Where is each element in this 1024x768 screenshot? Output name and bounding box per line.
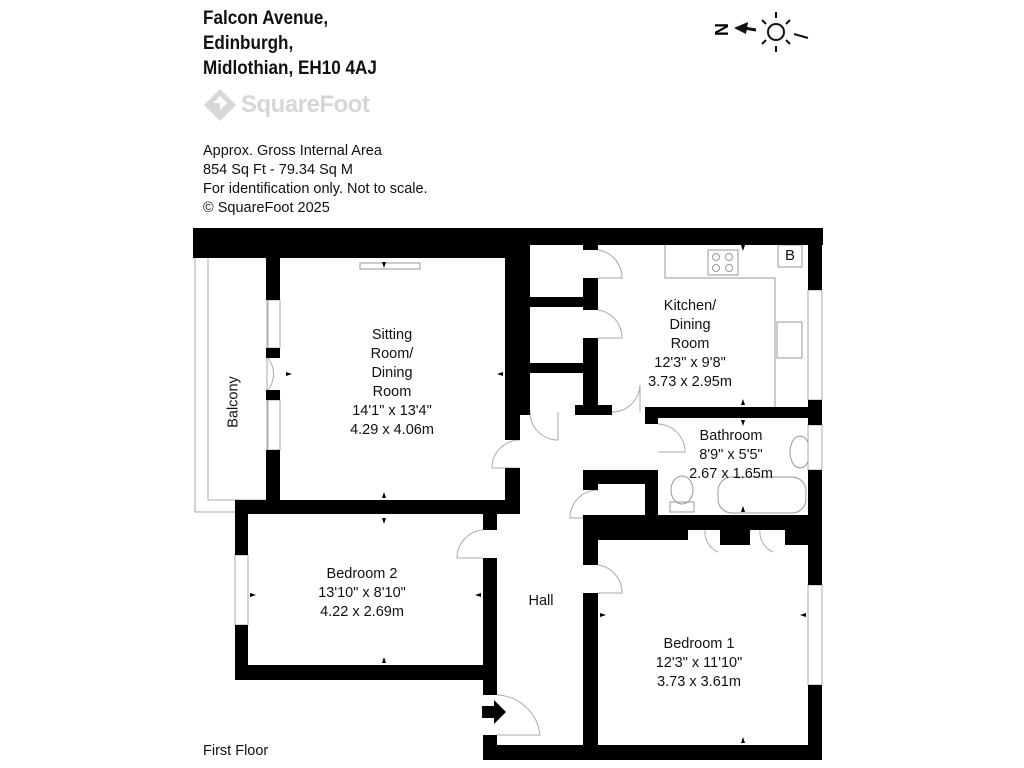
room-metric: 4.22 x 2.69m [320,604,404,620]
room-bedroom-1: Bedroom 1 12'3" x 11'10" 3.73 x 3.61m [656,635,743,692]
room-imperial: 8'9" x 5'5" [699,447,763,463]
hob-icon [707,249,739,276]
floor-label: First Floor [203,743,269,759]
room-imperial: 13'10" x 8'10" [318,585,406,601]
address-line-2: Edinburgh, [203,33,294,54]
windows [234,289,823,686]
area-info: Approx. Gross Internal Area 854 Sq Ft - … [203,142,428,218]
compass-sun-icon: N [711,12,809,52]
toilet-icon [670,475,694,505]
logo-text: SquareFoot [241,91,370,118]
north-label: N [712,23,731,36]
room-bathroom: Bathroom 8'9" x 5'5" 2.67 x 1.65m [689,427,773,484]
room-metric: 3.73 x 2.95m [648,374,732,390]
area-info-copyright: © SquareFoot 2025 [203,200,330,216]
address-line-1: Falcon Avenue, [203,8,329,29]
walls [193,228,823,760]
room-imperial: 12'3" x 9'8" [654,355,726,371]
basin-icon [789,435,811,469]
room-name: Bedroom 1 [663,636,735,652]
bath-icon [717,476,807,514]
room-name: Room [670,336,710,352]
room-name: Sitting [371,327,413,343]
room-name: Bathroom [699,428,763,444]
room-bedroom-2: Bedroom 2 13'10" x 8'10" 4.22 x 2.69m [318,565,406,622]
room-metric: 2.67 x 1.65m [689,466,773,482]
room-imperial: 14'1" x 13'4" [352,403,432,419]
squarefoot-logo: SquareFoot [203,88,370,122]
logo-icon [204,89,236,121]
room-name: Kitchen/ [663,298,717,314]
room-metric: 4.29 x 4.06m [350,422,434,438]
kitchen-worktop [359,244,811,514]
room-metric: 3.73 x 3.61m [657,674,741,690]
room-name: Dining [669,317,711,333]
door-swings [267,249,774,736]
room-name: Bedroom 2 [326,566,398,582]
room-name: Room/ [370,346,414,362]
sink-icon [776,321,803,359]
entrance-arrow-icon [482,700,506,724]
boiler-label: B [784,247,796,264]
area-info-disclaimer: For identification only. Not to scale. [203,181,428,197]
address-line-3: Midlothian, EH10 4AJ [203,58,377,79]
room-imperial: 12'3" x 11'10" [655,655,743,671]
area-info-title: Approx. Gross Internal Area [203,143,382,159]
room-hall: Hall [528,593,554,609]
dimension-markers [250,245,806,743]
fireplace [359,262,421,270]
property-address: Falcon Avenue, Edinburgh, Midlothian, EH… [203,6,377,81]
balcony-label: Balcony [225,376,242,428]
area-info-size: 854 Sq Ft - 79.34 Sq M [203,162,353,178]
room-name: Dining [371,365,413,381]
room-name: Room [372,384,412,400]
room-sitting-dining: Sitting Room/ Dining Room 14'1" x 13'4" … [350,326,434,440]
room-kitchen-dining: Kitchen/ Dining Room 12'3" x 9'8" 3.73 x… [648,297,732,392]
compass: N [711,8,822,63]
